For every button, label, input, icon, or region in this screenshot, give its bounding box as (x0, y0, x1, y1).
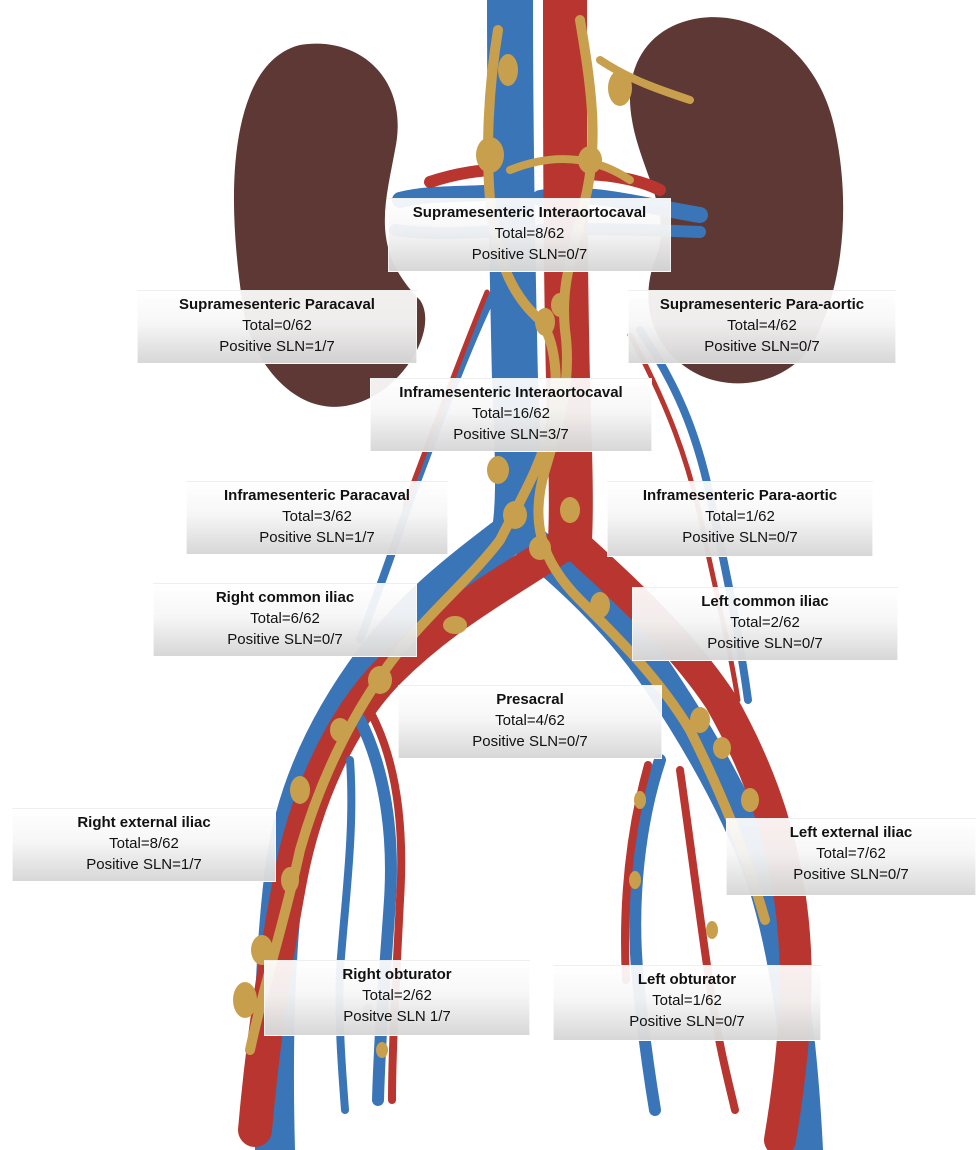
region-total: Total=1/62 (608, 506, 872, 527)
region-positive-sln: Positive SLN=0/7 (633, 633, 897, 654)
region-total: Total=16/62 (371, 403, 651, 424)
region-total: Total=8/62 (13, 833, 275, 854)
label-left-external-iliac: Left external iliac Total=7/62 Positive … (726, 818, 976, 896)
internal-iliac-branches (339, 715, 735, 1110)
label-inframesenteric-para-aortic: Inframesenteric Para-aortic Total=1/62 P… (607, 481, 873, 557)
region-positive-sln: Positve SLN 1/7 (265, 1006, 529, 1027)
region-total: Total=1/62 (554, 990, 820, 1011)
region-title: Supramesenteric Paracaval (138, 294, 416, 315)
region-total: Total=6/62 (154, 608, 416, 629)
region-positive-sln: Positive SLN=0/7 (608, 527, 872, 548)
label-supramesenteric-paracaval: Supramesenteric Paracaval Total=0/62 Pos… (137, 290, 417, 364)
region-positive-sln: Positive SLN=0/7 (154, 629, 416, 650)
label-supramesenteric-para-aortic: Supramesenteric Para-aortic Total=4/62 P… (628, 290, 896, 364)
region-total: Total=7/62 (727, 843, 975, 864)
label-left-obturator: Left obturator Total=1/62 Positive SLN=0… (553, 965, 821, 1041)
region-positive-sln: Positive SLN=0/7 (389, 244, 670, 265)
label-supramesenteric-interaortocaval: Supramesenteric Interaortocaval Total=8/… (388, 198, 671, 272)
region-title: Inframesenteric Interaortocaval (371, 382, 651, 403)
region-positive-sln: Positive SLN=0/7 (629, 336, 895, 357)
region-title: Right common iliac (154, 587, 416, 608)
region-title: Inframesenteric Para-aortic (608, 485, 872, 506)
region-title: Supramesenteric Interaortocaval (389, 202, 670, 223)
region-title: Supramesenteric Para-aortic (629, 294, 895, 315)
region-total: Total=8/62 (389, 223, 670, 244)
region-total: Total=4/62 (399, 710, 661, 731)
label-presacral: Presacral Total=4/62 Positive SLN=0/7 (398, 685, 662, 759)
region-title: Inframesenteric Paracaval (187, 485, 447, 506)
region-title: Presacral (399, 689, 661, 710)
label-right-obturator: Right obturator Total=2/62 Positve SLN 1… (264, 960, 530, 1036)
region-title: Left external iliac (727, 822, 975, 843)
region-title: Right obturator (265, 964, 529, 985)
region-total: Total=4/62 (629, 315, 895, 336)
region-positive-sln: Positive SLN=1/7 (138, 336, 416, 357)
region-positive-sln: Positive SLN=0/7 (554, 1011, 820, 1032)
region-positive-sln: Positive SLN=1/7 (13, 854, 275, 875)
label-inframesenteric-interaortocaval: Inframesenteric Interaortocaval Total=16… (370, 378, 652, 452)
region-total: Total=2/62 (265, 985, 529, 1006)
region-positive-sln: Positive SLN=0/7 (727, 864, 975, 885)
region-total: Total=0/62 (138, 315, 416, 336)
region-positive-sln: Positive SLN=3/7 (371, 424, 651, 445)
region-title: Left common iliac (633, 591, 897, 612)
label-left-common-iliac: Left common iliac Total=2/62 Positive SL… (632, 587, 898, 661)
region-total: Total=2/62 (633, 612, 897, 633)
region-total: Total=3/62 (187, 506, 447, 527)
region-positive-sln: Positive SLN=1/7 (187, 527, 447, 548)
label-inframesenteric-paracaval: Inframesenteric Paracaval Total=3/62 Pos… (186, 481, 448, 555)
label-right-common-iliac: Right common iliac Total=6/62 Positive S… (153, 583, 417, 657)
region-title: Left obturator (554, 969, 820, 990)
label-right-external-iliac: Right external iliac Total=8/62 Positive… (12, 808, 276, 882)
region-title: Right external iliac (13, 812, 275, 833)
region-positive-sln: Positive SLN=0/7 (399, 731, 661, 752)
